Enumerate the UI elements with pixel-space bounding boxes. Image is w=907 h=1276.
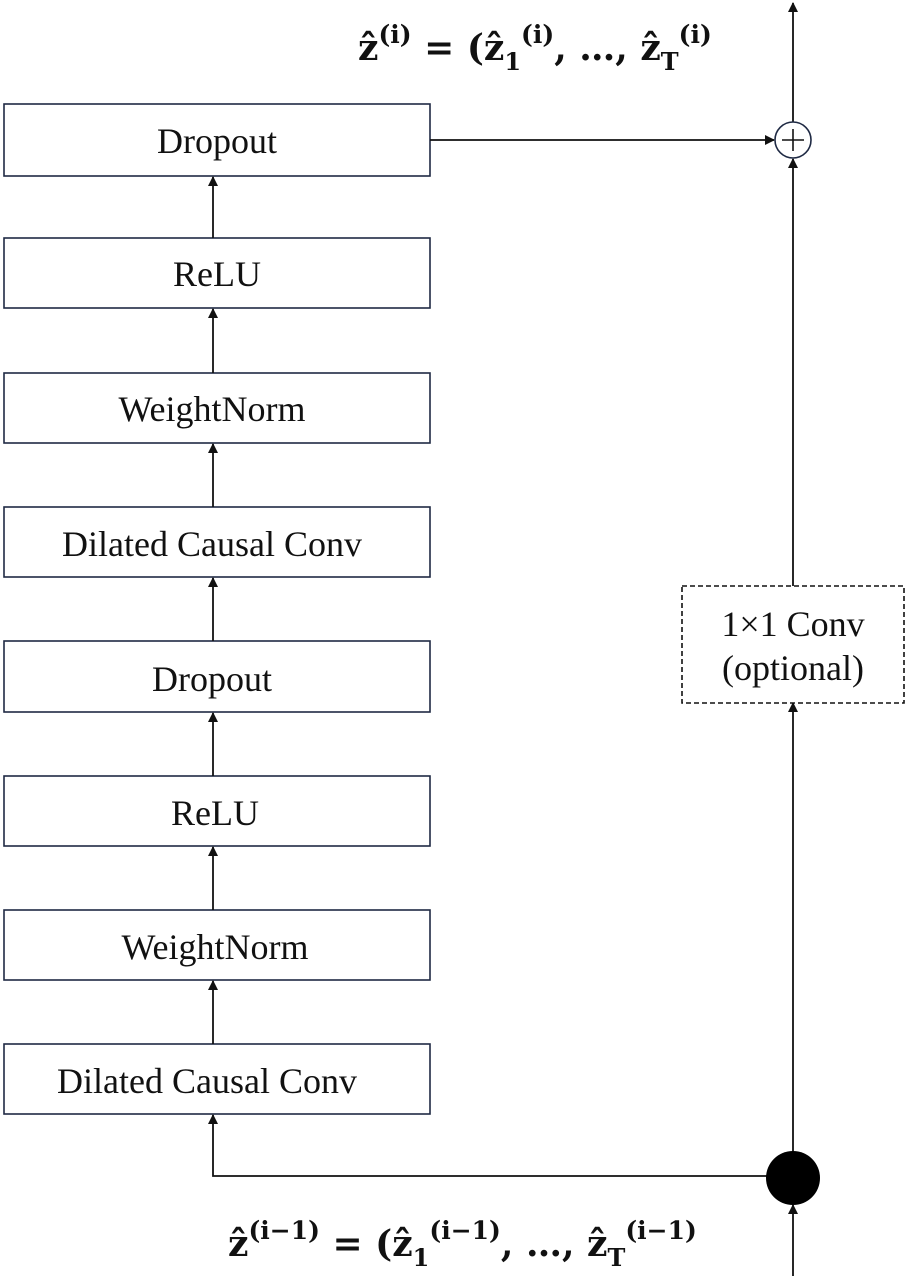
block-label: Dilated Causal Conv [62, 524, 362, 564]
block-relu-2: ReLU [3, 237, 431, 309]
block-weightnorm-2: WeightNorm [3, 372, 431, 444]
output-equation: ẑ(i) = (ẑ1(i), …, ẑT(i) [358, 20, 712, 76]
block-relu-1: ReLU [3, 775, 431, 847]
residual-block-line2: (optional) [722, 648, 864, 688]
arrow-input-to-conv1 [208, 1114, 793, 1177]
split-node [766, 1151, 820, 1205]
block-1x1-conv-optional: 1×1 Conv (optional) [681, 585, 905, 704]
block-label: ReLU [171, 793, 259, 833]
block-label: Dilated Causal Conv [57, 1061, 357, 1101]
block-label: Dropout [157, 121, 277, 161]
block-label: Dropout [152, 659, 272, 699]
block-label: WeightNorm [118, 389, 305, 429]
block-dilated-causal-conv-2: Dilated Causal Conv [3, 506, 431, 578]
block-dilated-causal-conv-1: Dilated Causal Conv [3, 1043, 431, 1115]
block-dropout-1: Dropout [3, 640, 431, 713]
input-equation: ẑ(i−1) = (ẑ1(i−1), …, ẑT(i−1) [228, 1216, 697, 1272]
block-weightnorm-1: WeightNorm [3, 909, 431, 981]
block-dropout-2: Dropout [3, 103, 431, 177]
sum-node [774, 121, 812, 159]
residual-block-line1: 1×1 Conv [721, 604, 864, 644]
block-label: WeightNorm [121, 927, 308, 967]
block-label: ReLU [173, 254, 261, 294]
